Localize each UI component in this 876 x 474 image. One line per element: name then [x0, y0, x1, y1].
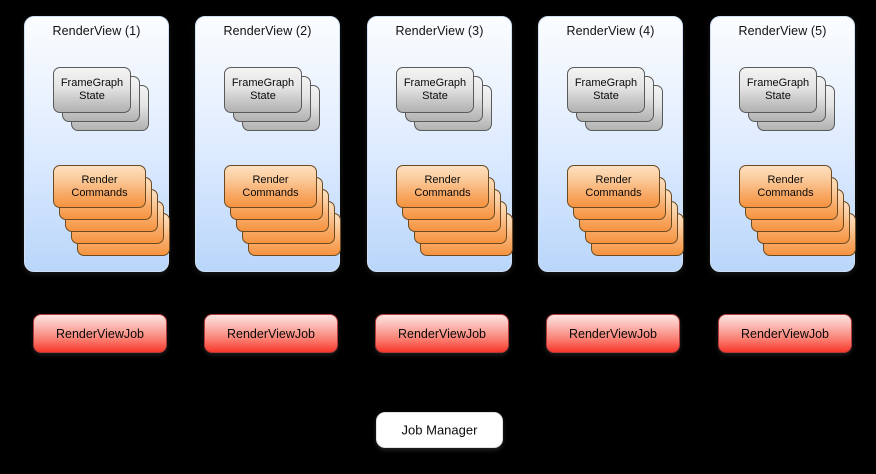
framegraph-state-card[interactable]: FrameGraph State: [739, 67, 817, 113]
render-commands-label: Render Commands: [585, 173, 642, 199]
render-view-title: RenderView (3): [395, 24, 484, 38]
render-commands-stack[interactable]: Render Commands: [739, 165, 856, 257]
framegraph-state-label: FrameGraph State: [60, 77, 124, 102]
framegraph-state-label: FrameGraph State: [231, 77, 295, 102]
render-view-job-button-3[interactable]: RenderViewJob: [375, 314, 509, 353]
render-commands-card[interactable]: Render Commands: [396, 165, 489, 208]
framegraph-state-label: FrameGraph State: [403, 77, 467, 102]
framegraph-state-stack[interactable]: FrameGraph State: [567, 67, 667, 137]
render-view-job-label: RenderViewJob: [226, 326, 316, 341]
render-commands-label: Render Commands: [757, 173, 814, 199]
framegraph-state-card[interactable]: FrameGraph State: [396, 67, 474, 113]
render-view-title: RenderView (4): [566, 24, 655, 38]
render-view-job-button-2[interactable]: RenderViewJob: [204, 314, 338, 353]
job-manager-label: Job Manager: [401, 422, 478, 438]
render-commands-label: Render Commands: [242, 173, 299, 199]
job-manager-box[interactable]: Job Manager: [376, 412, 503, 448]
framegraph-state-stack[interactable]: FrameGraph State: [53, 67, 153, 137]
render-commands-stack[interactable]: Render Commands: [396, 165, 513, 257]
render-view-job-button-1[interactable]: RenderViewJob: [33, 314, 167, 353]
render-view-title: RenderView (2): [223, 24, 312, 38]
framegraph-state-card[interactable]: FrameGraph State: [53, 67, 131, 113]
render-view-job-label: RenderViewJob: [397, 326, 487, 341]
render-commands-card[interactable]: Render Commands: [53, 165, 146, 208]
render-commands-stack[interactable]: Render Commands: [224, 165, 341, 257]
render-commands-card[interactable]: Render Commands: [567, 165, 660, 208]
framegraph-state-stack[interactable]: FrameGraph State: [739, 67, 839, 137]
framegraph-state-label: FrameGraph State: [746, 77, 810, 102]
render-commands-stack[interactable]: Render Commands: [53, 165, 170, 257]
render-view-title: RenderView (5): [738, 24, 827, 38]
render-view-job-button-5[interactable]: RenderViewJob: [718, 314, 852, 353]
render-view-job-button-4[interactable]: RenderViewJob: [546, 314, 680, 353]
framegraph-state-label: FrameGraph State: [574, 77, 638, 102]
render-view-job-label: RenderViewJob: [55, 326, 145, 341]
render-commands-card[interactable]: Render Commands: [224, 165, 317, 208]
render-view-job-label: RenderViewJob: [568, 326, 658, 341]
framegraph-state-stack[interactable]: FrameGraph State: [396, 67, 496, 137]
render-view-job-label: RenderViewJob: [740, 326, 830, 341]
framegraph-state-card[interactable]: FrameGraph State: [567, 67, 645, 113]
render-commands-label: Render Commands: [71, 173, 128, 199]
framegraph-state-stack[interactable]: FrameGraph State: [224, 67, 324, 137]
render-view-title: RenderView (1): [52, 24, 141, 38]
render-commands-card[interactable]: Render Commands: [739, 165, 832, 208]
render-commands-label: Render Commands: [414, 173, 471, 199]
render-commands-stack[interactable]: Render Commands: [567, 165, 684, 257]
framegraph-state-card[interactable]: FrameGraph State: [224, 67, 302, 113]
